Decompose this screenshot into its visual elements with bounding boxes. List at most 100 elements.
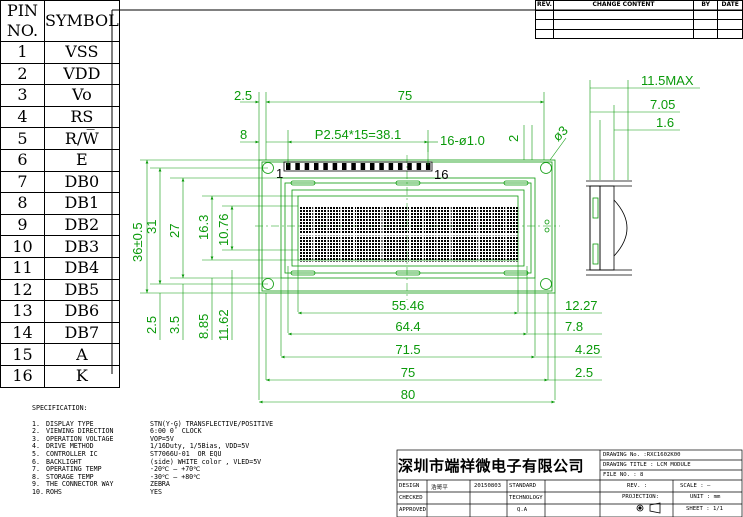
pin-symbol: E <box>44 148 120 172</box>
pin-symbol: DB7 <box>44 321 120 345</box>
date-header: DATE <box>717 0 743 11</box>
company-name: 深圳市端祥微电子有限公司 <box>398 457 585 475</box>
qa-label: Q.A <box>517 507 528 513</box>
design-name: 浩哥平 <box>431 485 448 491</box>
character-cell <box>341 235 355 262</box>
projection-symbol <box>636 502 661 514</box>
pin-hole <box>360 163 366 170</box>
pin-symbol: K <box>44 364 120 388</box>
character-cell <box>437 207 451 233</box>
dim-11-5-max: 11.5MAX <box>641 73 694 88</box>
spec-item-number: 5. <box>32 449 40 458</box>
pin-symbol: DB3 <box>44 235 120 258</box>
rev-header: REV. <box>535 0 554 11</box>
design-label: DESIGN <box>399 483 420 489</box>
dim-1-6: 1.6 <box>656 115 674 130</box>
dim-11-62: 11.62 <box>216 309 231 341</box>
pin-symbol: A <box>44 343 120 366</box>
dim-31: 31 <box>144 220 159 234</box>
bezel-outline <box>280 177 536 279</box>
pin-symbol: Vo <box>44 84 120 107</box>
pin-hole <box>323 163 328 170</box>
pin-symbol: DB1 <box>44 192 120 215</box>
pin-hole <box>369 163 375 170</box>
pin-number: 5 <box>0 127 45 150</box>
unit-label: UNIT : mm <box>690 494 721 500</box>
character-cell <box>492 235 506 262</box>
spec-item: 6.BACKLIGHT(side) WHITE color , VLED=5V <box>32 458 273 467</box>
pin-number: 12 <box>0 278 45 302</box>
dimension-lines <box>140 80 700 404</box>
file-number: FILE NO. : 8 <box>603 472 644 478</box>
spec-item-number: 1. <box>32 419 40 428</box>
character-cell <box>396 207 410 233</box>
pin-number: 11 <box>0 256 45 280</box>
dimension-labels: 75 2.5 P2.54*15=38.1 8 16-ø1.0 2 ø3 36±0… <box>130 73 694 402</box>
spec-item: 7.OPERATING TEMP-20℃ — +70℃ <box>32 466 273 474</box>
character-cell <box>451 235 465 262</box>
rev-label: REV. : <box>627 483 648 489</box>
lcd-dot-matrix <box>300 207 520 262</box>
character-cell <box>300 207 313 233</box>
character-cell <box>341 207 355 233</box>
pin-header <box>283 161 433 172</box>
side-view <box>586 180 632 276</box>
pin-number: 10 <box>0 235 45 258</box>
spec-item-value: YES <box>150 487 162 496</box>
character-cell <box>396 235 410 262</box>
spec-item-number: 8. <box>32 472 40 481</box>
pin-hole <box>295 163 300 170</box>
pin-hole <box>304 163 310 170</box>
spec-item-value: VOP=5V <box>150 434 174 443</box>
pin-symbol: DB2 <box>44 213 120 237</box>
spec-item-label: OPERATION VOLTAGE <box>46 434 114 443</box>
pin-hole <box>341 163 347 170</box>
character-cell <box>423 235 437 262</box>
pin-symbol: DB6 <box>44 300 120 323</box>
spec-item-value: 6:00 0˚ CLOCK <box>150 427 202 436</box>
character-cell <box>368 235 382 262</box>
spec-item-label: THE CONNECTOR WAY <box>46 480 114 489</box>
spec-item-number: 9. <box>32 480 40 489</box>
spec-item-value: -30℃ — +80℃ <box>150 472 201 481</box>
pin-table-header: PIN NO. SYMBOL <box>0 0 120 42</box>
dim-2-5-top: 2.5 <box>234 88 252 103</box>
drawing-title: DRAWING TITLE : LCM MODULE <box>603 462 691 468</box>
dim-16-3: 16.3 <box>196 215 211 240</box>
pin-symbol: VDD <box>44 62 120 86</box>
mounting-hole <box>540 162 552 174</box>
pin-symbol: DB0 <box>44 170 120 194</box>
spec-item-label: DRIVE METHOD <box>46 442 94 451</box>
dim-75-top: 75 <box>398 88 412 103</box>
pin-number: 1 <box>0 41 45 64</box>
pin-hole <box>379 163 384 170</box>
spec-item-label: ROHS <box>46 487 62 496</box>
title-block-grid <box>396 449 743 517</box>
spec-item-number: 4. <box>32 442 40 451</box>
character-cell <box>478 235 492 262</box>
spec-header: SPECIFICATION: <box>32 404 88 412</box>
dim-2: 2 <box>506 135 521 142</box>
dim-7-05: 7.05 <box>650 97 675 112</box>
pin-symbol: RS <box>44 105 120 129</box>
spec-item-label: DISPLAY TYPE <box>46 419 94 428</box>
